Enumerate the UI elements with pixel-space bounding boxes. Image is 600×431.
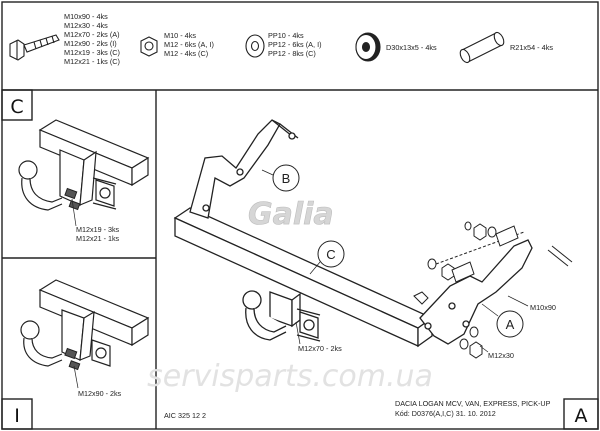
- bolt-spec-6: M12x21 - 1ks (C): [64, 57, 120, 66]
- corner-letter-a: A: [575, 405, 588, 427]
- panel-c-drawing: [18, 119, 150, 211]
- bolt-spec-5: M12x19 - 3ks (C): [64, 48, 120, 57]
- panel-i-bolt-label: M12x90 - 2ks: [78, 389, 122, 398]
- hardware-parts-row: M10x90 - 4ks M12x30 - 4ks M12x70 - 2ks (…: [9, 12, 553, 66]
- spacer-spec: D30x13x5 - 4ks: [386, 43, 437, 52]
- galia-logo: Galia: [248, 197, 334, 232]
- tube-icon: [459, 31, 505, 64]
- leader-m12x30: [479, 345, 489, 353]
- panel-c-bolt-label-2: M12x21 - 1ks: [76, 234, 120, 243]
- panel-c-bolt-label-1: M12x19 - 3ks: [76, 225, 120, 234]
- exploded-fasteners: [413, 221, 573, 359]
- callout-b: B: [261, 164, 300, 192]
- nut-spec-list: M10 - 4ks M12 - 6ks (A, I) M12 - 4ks (C): [164, 31, 214, 58]
- main-crossbar: [173, 119, 533, 348]
- washer-spec-3: PP12 - 8ks (C): [268, 49, 316, 58]
- bolt-icon: [9, 34, 60, 61]
- callout-b-letter: B: [282, 171, 291, 186]
- panel-c-letter: C: [10, 96, 23, 118]
- panel-i-bolt-icon: [64, 347, 81, 371]
- nut-spec-3: M12 - 4ks (C): [164, 49, 208, 58]
- vehicle-model: DACIA LOGAN MCV, VAN, EXPRESS, PICK-UP: [395, 399, 551, 408]
- callout-a-letter: A: [506, 317, 515, 332]
- panel-i-letter: I: [14, 405, 20, 427]
- bolt-spec-3: M12x70 - 2ks (A): [64, 30, 120, 39]
- label-m12x70: M12x70 - 2ks: [298, 344, 342, 353]
- callout-a: A: [481, 303, 524, 338]
- panel-i-leader: [73, 365, 79, 389]
- nut-spec-1: M10 - 4ks: [164, 31, 196, 40]
- washer-spec-1: PP10 - 4ks: [268, 31, 304, 40]
- nut-icon: [140, 36, 158, 57]
- label-m12x30: M12x30: [488, 351, 514, 360]
- callout-c: C: [309, 240, 345, 275]
- bolt-spec-1: M10x90 - 4ks: [64, 12, 108, 21]
- tube-spec: R21x54 - 4ks: [510, 43, 553, 52]
- main-assembly: Galia: [173, 119, 573, 360]
- spacer-icon: [355, 32, 381, 62]
- panel-i-detail: M12x90 - 2ks I: [14, 279, 150, 427]
- kit-code-date: Kód: D0376(A,I,C) 31. 10. 2012: [395, 409, 496, 418]
- bolt-spec-4: M12x90 - 2ks (I): [64, 39, 117, 48]
- washer-icon: [245, 34, 265, 58]
- bolt-spec-2: M12x30 - 4ks: [64, 21, 108, 30]
- drawing-code: AIC 325 12 2: [164, 411, 206, 420]
- panel-c-detail: C M12x19 - 3ks M12x21 - 1ks: [10, 96, 150, 243]
- leader-m10x90: [507, 295, 529, 307]
- panel-i-drawing: [20, 279, 150, 367]
- watermark-text: servisparts.com.ua: [147, 359, 433, 394]
- washer-spec-2: PP12 - 6ks (A, I): [268, 40, 322, 49]
- panel-c-bolt-icon: [64, 187, 81, 211]
- nut-spec-2: M12 - 6ks (A, I): [164, 40, 214, 49]
- callout-c-letter: C: [326, 247, 335, 262]
- leader-m12x70: [295, 321, 301, 345]
- washer-spec-list: PP10 - 4ks PP12 - 6ks (A, I) PP12 - 8ks …: [268, 31, 322, 58]
- label-m10x90: M10x90: [530, 303, 556, 312]
- panel-c-leader: [71, 198, 77, 227]
- bolt-spec-list: M10x90 - 4ks M12x30 - 4ks M12x70 - 2ks (…: [64, 12, 120, 66]
